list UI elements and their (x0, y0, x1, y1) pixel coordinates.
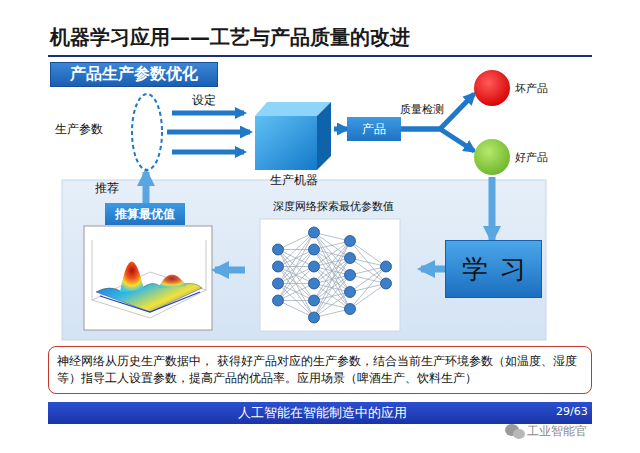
node-text: 人工智能在智能制造中的应用 (238, 404, 407, 422)
footer-band: 人工智能在智能制造中的应用 (48, 402, 592, 424)
section-band: 产品生产参数优化 (50, 62, 218, 87)
flow-arrow (334, 127, 347, 132)
node-text: 坏产品 (515, 81, 548, 96)
flow-arrow (489, 177, 496, 240)
node-text: 推算最优值 (105, 203, 185, 225)
machine-cube: 生产机器 (250, 100, 338, 192)
title-rule (48, 55, 592, 57)
learning-box: 学习 (445, 240, 542, 298)
node-text: 深度网络探索最优参数值 (245, 199, 421, 214)
flow-arrow (401, 129, 474, 151)
node-text: 产品生产参数优化 (70, 64, 198, 85)
optimum-box: 推算最优值 (80, 203, 215, 333)
flow-arrow (167, 130, 250, 135)
recommend-label: 推荐 (95, 180, 119, 197)
setting-arrow (172, 111, 244, 116)
setting-arrow (172, 150, 244, 155)
note-box: 神经网络从历史生产数据中， 获得好产品对应的生产参数，结合当前生产环境参数（如温… (48, 346, 592, 394)
flow-arrow (421, 266, 445, 273)
feedback-panel (62, 180, 546, 340)
product-box: 产品 (347, 117, 401, 141)
watermark: 工业智能官 (527, 423, 587, 440)
good-product: 好产品 (472, 137, 562, 177)
node-text: 产品 (362, 121, 386, 138)
bad-product: 坏产品 (472, 68, 562, 108)
watermark-icon (505, 424, 525, 439)
node-text: 神经网络从历史生产数据中， 获得好产品对应的生产参数，结合当前生产环境参数（如温… (57, 353, 583, 388)
flow-arrow (143, 172, 150, 203)
node-text: 生产参数 (55, 121, 103, 138)
edge-label: 设定 (190, 92, 218, 109)
parameter-cycle: 生产参数 (55, 92, 167, 172)
network-node: 深度网络探索最优参数值 (245, 197, 421, 333)
node-text: 学习 (450, 252, 538, 287)
title: 机器学习应用——工艺与产品质量的改进 (50, 24, 410, 51)
surface-plot (84, 226, 212, 330)
node-text: 生产机器 (250, 172, 338, 189)
page-number: 29/63 (556, 405, 588, 418)
node-text: 好产品 (515, 150, 548, 165)
flow-arrow (215, 267, 245, 274)
edge-label: 质量检测 (398, 102, 446, 117)
network-panel (260, 219, 400, 331)
